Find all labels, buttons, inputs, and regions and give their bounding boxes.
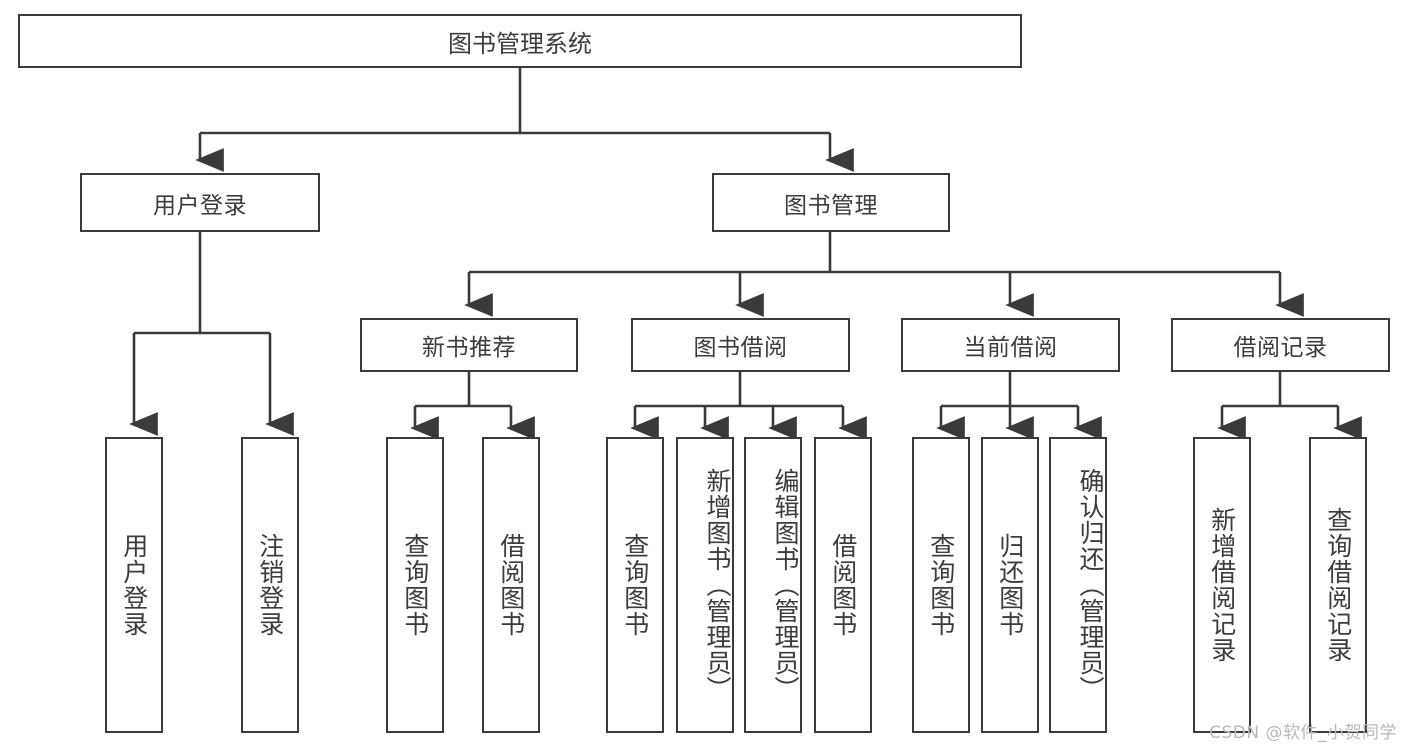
- leaf-current-query-book[interactable]: 查询图书: [912, 437, 970, 733]
- node-current-borrow[interactable]: 当前借阅: [901, 318, 1120, 372]
- leaf-borrow-query-book[interactable]: 查询图书: [606, 437, 664, 733]
- node-book-management[interactable]: 图书管理: [712, 173, 950, 232]
- leaf-borrow-edit-book[interactable]: 编辑图书（管理员）: [744, 437, 802, 733]
- leaf-new-book-query[interactable]: 查询图书: [386, 437, 444, 733]
- watermark-credit: CSDN @软件_小贺同学: [1209, 723, 1397, 743]
- leaf-current-confirm-return[interactable]: 确认归还（管理员）: [1049, 437, 1107, 733]
- leaf-current-return-book[interactable]: 归还图书: [981, 437, 1039, 733]
- node-book-borrow[interactable]: 图书借阅: [631, 318, 850, 372]
- leaf-user-login-login[interactable]: 用户登录: [105, 437, 163, 733]
- leaf-record-add[interactable]: 新增借阅记录: [1193, 437, 1251, 733]
- node-user-login[interactable]: 用户登录: [80, 173, 320, 232]
- leaf-borrow-borrow-book[interactable]: 借阅图书: [814, 437, 872, 733]
- node-new-book-recommend[interactable]: 新书推荐: [360, 318, 578, 372]
- node-borrow-record[interactable]: 借阅记录: [1171, 318, 1390, 372]
- node-root-system[interactable]: 图书管理系统: [18, 14, 1022, 68]
- leaf-user-login-logout[interactable]: 注销登录: [241, 437, 299, 733]
- leaf-new-book-borrow[interactable]: 借阅图书: [482, 437, 540, 733]
- leaf-borrow-add-book[interactable]: 新增图书（管理员）: [676, 437, 734, 733]
- leaf-record-query[interactable]: 查询借阅记录: [1309, 437, 1367, 733]
